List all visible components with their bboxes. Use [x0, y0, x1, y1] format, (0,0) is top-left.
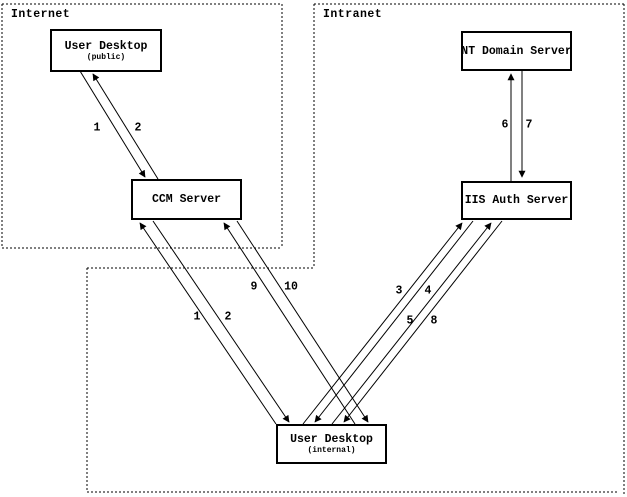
arrow-step4-iis-to-internal [314, 220, 474, 423]
arrow-step10-ccm-to-internal [236, 220, 369, 423]
node-user-desktop-public: User Desktop (public) [50, 29, 162, 72]
step-label-5: 5 [406, 314, 414, 328]
node-subtitle: (internal) [307, 446, 356, 455]
arrow-step1-public-to-ccm [79, 70, 146, 178]
step-label-9: 9 [250, 280, 258, 294]
step-label-8: 8 [430, 314, 438, 328]
step-label-2-internet: 2 [134, 121, 142, 135]
arrow-step3-internal-to-iis [302, 222, 463, 425]
arrow-step8-iis-to-internal [343, 220, 503, 423]
node-nt-domain-server: NT Domain Server [461, 31, 572, 71]
arrow-step5-internal-to-iis [331, 222, 492, 425]
intranet-zone-outline [313, 3, 625, 494]
node-user-desktop-internal: User Desktop (internal) [276, 424, 387, 464]
internal-zone-outline [86, 267, 618, 493]
node-title: CCM Server [151, 193, 221, 206]
internet-zone-outline [1, 3, 283, 249]
node-ccm-server: CCM Server [131, 179, 242, 220]
node-iis-auth-server: IIS Auth Server [461, 181, 572, 220]
node-title: NT Domain Server [461, 44, 572, 58]
arrow-step1-internal-to-ccm [139, 222, 277, 425]
intranet-zone-label: Intranet [321, 8, 385, 21]
step-label-1-internet: 1 [93, 121, 101, 135]
node-title: User Desktop [64, 39, 148, 53]
step-label-7: 7 [525, 118, 533, 132]
arrow-step9-internal-to-ccm [223, 222, 356, 425]
arrow-step2-ccm-to-internal [152, 220, 290, 423]
step-label-6: 6 [501, 118, 509, 132]
internet-zone-label: Internet [9, 8, 73, 21]
node-title: IIS Auth Server [464, 194, 569, 207]
step-label-3: 3 [395, 284, 403, 298]
step-label-1-internal: 1 [193, 310, 201, 324]
step-label-10: 10 [284, 280, 298, 294]
step-label-4: 4 [424, 284, 432, 298]
node-title: User Desktop [290, 433, 373, 446]
node-subtitle: (public) [86, 52, 126, 62]
arrow-step2-ccm-to-public [92, 73, 159, 180]
step-label-2-internal: 2 [224, 310, 232, 324]
